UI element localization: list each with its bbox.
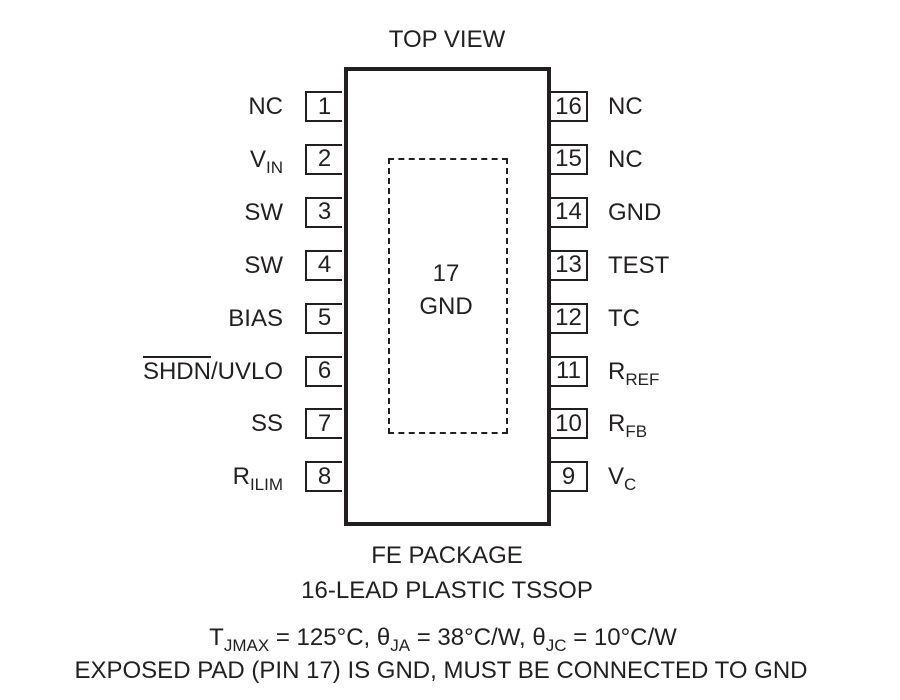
pin-number-4: 4 [305,249,342,281]
package-description: 16-LEAD PLASTIC TSSOP [301,577,593,604]
pin-label-10: RFB [608,410,647,441]
pin-number-10: 10 [551,408,588,440]
pin-number-13: 13 [551,249,588,281]
pin-name-subscript: IN [266,157,283,177]
pin-label-9: VC [608,463,636,494]
pin-label-8: RILIM [232,463,283,494]
pin-label-15: NC [608,145,643,173]
pin-number-16: 16 [551,91,588,122]
exposed-pad-name: GND [419,293,473,320]
pin-label-13: TEST [608,251,670,279]
pin-label-5: BIAS [228,304,283,332]
tjmax-subscript: JMAX [223,636,270,655]
pin-label-14: GND [608,198,662,226]
pin-number-3: 3 [305,196,342,228]
ic-package-body [344,67,551,526]
pin-name-text: NC [608,145,643,173]
tjmax-symbol: T [209,624,224,651]
pin-name-subscript: ILIM [249,475,283,495]
pin-number-11: 11 [551,355,588,387]
pin-name-text: BIAS [228,304,283,332]
pin-name-text: TEST [608,251,670,279]
pin-name-text: SS [250,410,283,438]
pin-number-15: 15 [551,143,588,175]
pin-name-overline: SHDN [142,357,211,385]
pin-name-text: SW [244,198,283,226]
pin-number-6: 6 [305,355,342,387]
theta-ja-symbol: θ [376,624,391,651]
tjmax-value: = 125°C, [269,624,377,651]
pin-label-1: NC [248,95,283,119]
pin-name-text: R [608,410,626,438]
exposed-pad-number: 17 [432,260,460,287]
pin-name-text: TC [608,304,640,332]
pin-name-text: V [608,463,625,491]
pin-name-text: V [249,145,266,173]
pin-name-text: /UVLO [210,357,283,385]
pin-number-14: 14 [551,196,588,228]
pin-label-7: SS [251,412,283,436]
pin-number-9: 9 [551,461,588,493]
package-name: FE PACKAGE [371,542,523,569]
pin-label-2: VIN [249,145,283,176]
exposed-pad-outline [388,158,508,434]
pin-label-16: NC [608,95,643,119]
pin-name-subscript: REF [625,369,660,389]
pin-label-11: RREF [608,357,659,388]
pin-name-text: NC [608,93,643,120]
pin-name-subscript: C [624,475,637,495]
theta-ja-value: = 38°C/W, [410,624,533,651]
theta-jc-value: = 10°C/W [566,624,677,651]
pin-number-1: 1 [305,91,342,122]
pin-number-7: 7 [305,408,342,440]
pin-number-2: 2 [305,143,342,175]
pin-number-5: 5 [305,302,342,334]
pin-number-12: 12 [551,302,588,334]
pin-label-4: SW [244,251,283,279]
diagram-title: TOP VIEW [388,26,506,53]
pin-name-text: SW [244,251,283,279]
theta-ja-subscript: JA [390,636,411,655]
pin-name-text: NC [248,93,283,120]
pin-name-text: R [232,463,250,491]
pin-label-6: SHDN/UVLO [142,357,283,385]
pin-label-12: TC [608,304,640,332]
pin-label-3: SW [244,198,283,226]
thermal-specs: TJMAX = 125°C, θJA = 38°C/W, θJC = 10°C/… [209,624,677,655]
pin-name-text: R [608,357,626,385]
pin-name-subscript: FB [625,422,648,442]
pin-number-8: 8 [305,461,342,493]
theta-jc-subscript: JC [545,636,567,655]
exposed-pad-note: EXPOSED PAD (PIN 17) IS GND, MUST BE CON… [74,657,808,684]
pin-name-text: GND [608,198,662,226]
theta-jc-symbol: θ [532,624,546,651]
